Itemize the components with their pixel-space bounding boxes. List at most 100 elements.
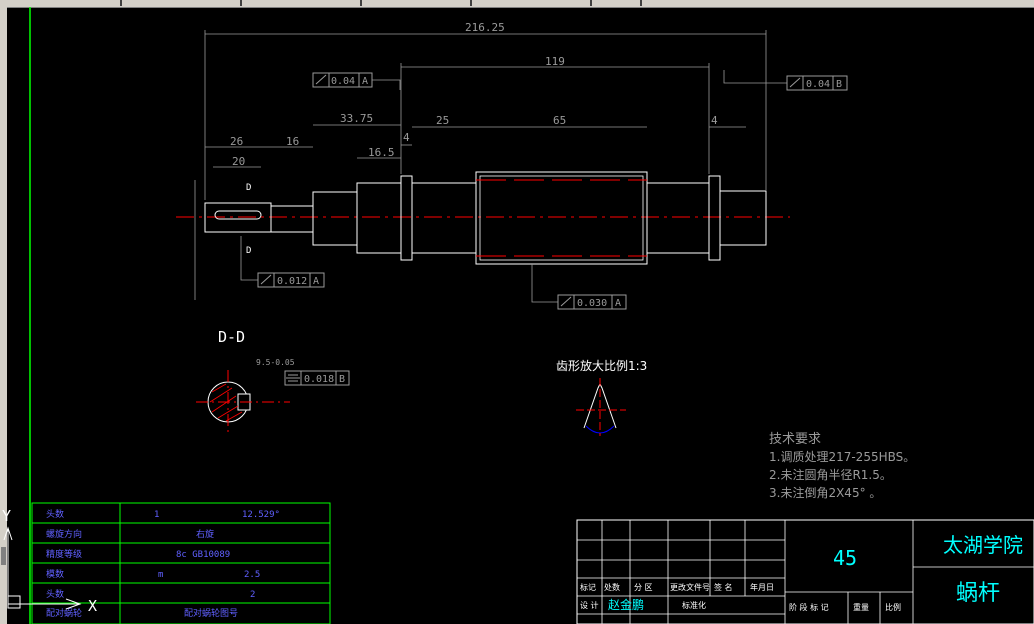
tech-requirement-item: 1.调质处理217-255HBS。 xyxy=(769,450,915,464)
param-name: 模数 xyxy=(46,568,64,580)
stage-label: 阶 段 标 记 xyxy=(789,602,829,612)
tolerance-leaders xyxy=(240,70,787,303)
svg-text:A: A xyxy=(313,276,319,287)
title-row-label: 更改文件号 xyxy=(670,582,710,592)
svg-text:A: A xyxy=(615,298,621,309)
runout-icon xyxy=(560,296,572,307)
dim-9-5: 9.5-0.05 xyxy=(256,358,295,367)
param-name: 头数 xyxy=(46,588,64,600)
symmetry-icon xyxy=(286,374,300,382)
param-value: 配对蜗轮图号 xyxy=(184,607,238,619)
svg-text:B: B xyxy=(836,79,842,90)
ucs-y-label: Y xyxy=(2,507,11,525)
worm-thread-inner xyxy=(479,175,644,261)
shoulder-right xyxy=(708,175,721,261)
svg-text:B: B xyxy=(339,374,345,385)
section-mark-top: D xyxy=(246,183,251,193)
title-row-label: 签 名 xyxy=(714,582,733,592)
svg-text:0.030: 0.030 xyxy=(577,298,607,309)
worm-shaft-view xyxy=(176,171,790,265)
worm-parameter-table: 头数 1 12.529° 螺旋方向 右旋 精度等级 8c GB10089 模数 … xyxy=(31,502,331,624)
title-row-label: 分 区 xyxy=(634,583,653,592)
param-value: 2 xyxy=(250,590,255,600)
tech-requirement-item: 3.未注倒角2X45° 。 xyxy=(769,485,881,500)
tolerance-frame-left: 0.012 A xyxy=(257,272,325,288)
toolbar-fragment xyxy=(470,0,472,6)
shaft-step-1 xyxy=(270,205,314,233)
school-name: 太湖学院 xyxy=(943,533,1023,557)
dim-20: 20 xyxy=(232,155,245,168)
toolbar-fragment xyxy=(640,0,642,6)
dim-25: 25 xyxy=(436,114,449,127)
runout-icon xyxy=(260,274,272,285)
dim-4-right: 4 xyxy=(711,114,718,127)
toolbar-fragment xyxy=(360,0,362,6)
title-row-label: 处数 xyxy=(604,582,620,592)
svg-text:0.04: 0.04 xyxy=(806,79,830,90)
tolerance-frame-top-b: 0.04 B xyxy=(786,75,848,91)
param-value: 2.5 xyxy=(244,570,260,580)
section-dd-view xyxy=(196,370,290,432)
tech-requirements: 技术要求 1.调质处理217-255HBS。 2.未注圆角半径R1.5。 3.未… xyxy=(769,432,915,500)
ucs-icon: Y X xyxy=(2,507,97,615)
param-name: 螺旋方向 xyxy=(46,528,82,540)
param-value: 12.529° xyxy=(242,510,280,520)
keyway-slot xyxy=(214,210,262,220)
param-symbol: m xyxy=(158,570,163,580)
bearing-seat-left xyxy=(312,191,358,246)
dim-119: 119 xyxy=(545,55,565,68)
param-name: 精度等级 xyxy=(46,548,82,560)
part-name: 蜗杆 xyxy=(956,581,1000,606)
material-value: 45 xyxy=(833,546,857,570)
dim-overall-length: 216.25 xyxy=(465,21,505,34)
menu-toolbar-strip xyxy=(0,0,1034,8)
bearing-seat-right xyxy=(719,190,767,246)
tech-requirement-item: 2.未注圆角半径R1.5。 xyxy=(769,467,892,482)
worm-thread xyxy=(475,171,648,265)
svg-text:A: A xyxy=(362,76,368,87)
tolerance-frame-symmetry: 0.018 B xyxy=(284,370,350,386)
param-symbol: 1 xyxy=(154,510,159,520)
tooth-detail-view xyxy=(576,378,626,436)
dimension-lines xyxy=(194,30,767,300)
runout-icon xyxy=(789,77,801,88)
section-dd-label: D-D xyxy=(218,328,245,346)
toolbar-fragment xyxy=(240,0,242,6)
tech-requirements-title: 技术要求 xyxy=(769,432,821,447)
shaft-step-4 xyxy=(646,182,710,254)
param-name: 配对蜗轮 xyxy=(46,607,82,619)
svg-text:0.018: 0.018 xyxy=(304,374,334,385)
standardization-label: 标准化 xyxy=(682,600,706,610)
toolbar-fragment xyxy=(120,0,122,6)
tooth-detail-label: 齿形放大比例1:3 xyxy=(556,358,647,373)
param-value: 8c GB10089 xyxy=(176,550,230,560)
dim-16-5: 16.5 xyxy=(368,146,395,159)
tolerance-frame-top-a: 0.04 A xyxy=(312,72,373,88)
scroll-handle[interactable] xyxy=(1,547,6,565)
title-block: 标记 处数 分 区 更改文件号 签 名 年月日 设 计 标准化 阶 段 标 记 … xyxy=(576,519,1034,624)
dim-4-left: 4 xyxy=(403,131,410,144)
shoulder-left xyxy=(400,175,413,261)
shaft-step-3 xyxy=(411,182,477,254)
tolerance-frame-center: 0.030 A xyxy=(557,294,627,310)
title-row-label: 标记 xyxy=(580,582,596,592)
section-mark-bottom: D xyxy=(246,246,251,256)
runout-icon xyxy=(315,74,327,85)
dim-33-75: 33.75 xyxy=(340,112,373,125)
designer-name: 赵金鹏 xyxy=(608,597,644,612)
ucs-x-label: X xyxy=(88,597,97,615)
left-toolbar-strip[interactable] xyxy=(0,7,7,624)
toolbar-fragment xyxy=(590,0,592,6)
svg-text:0.012: 0.012 xyxy=(277,276,307,287)
title-row-label: 年月日 xyxy=(750,582,774,592)
param-name: 头数 xyxy=(46,508,64,520)
svg-text:0.04: 0.04 xyxy=(331,76,355,87)
weight-label: 重量 xyxy=(853,602,869,612)
dim-65: 65 xyxy=(553,114,566,127)
dim-26: 26 xyxy=(230,135,243,148)
dim-16: 16 xyxy=(286,135,299,148)
design-label: 设 计 xyxy=(580,600,599,610)
dimension-text: 216.25 119 26 20 16 33.75 4 25 65 4 16.5 xyxy=(230,21,718,168)
param-value: 右旋 xyxy=(196,528,214,540)
